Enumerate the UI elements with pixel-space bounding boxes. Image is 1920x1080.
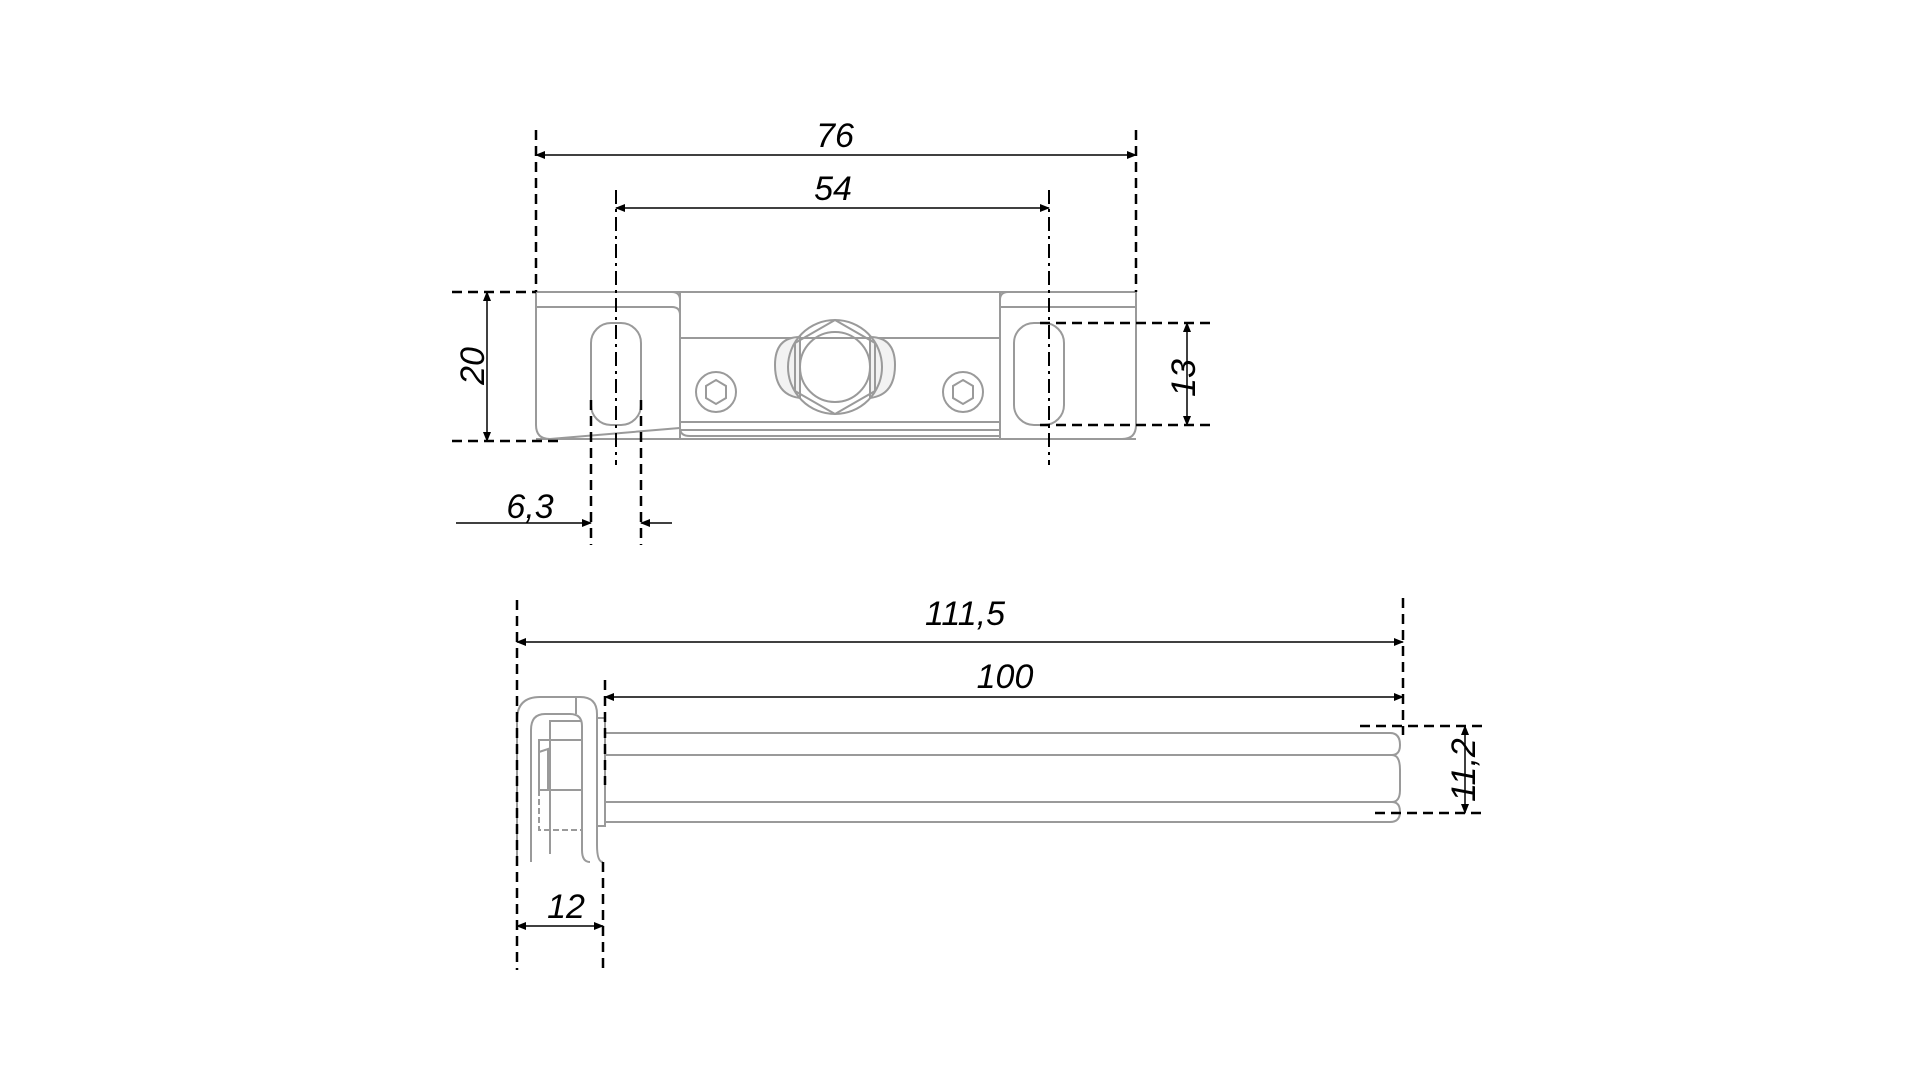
dim-overall-width: 76: [816, 117, 854, 155]
dim-height: 20: [454, 347, 492, 386]
dim-rod-length: 100: [977, 658, 1034, 696]
dim-overall-length: 111,5: [925, 595, 1005, 633]
right-screw-icon: [942, 371, 984, 413]
side-view: 111,5 100 11,2 12: [515, 595, 1487, 970]
rod: [605, 732, 1402, 823]
central-nut-icon: [773, 318, 897, 416]
bracket: [516, 696, 606, 863]
dim-slot-width: 6,3: [506, 488, 553, 526]
dim-bracket-depth: 12: [547, 888, 585, 926]
mounting-plate: [535, 291, 1137, 441]
top-view: 76 54 20 13 6,3: [452, 117, 1212, 545]
right-slot: [1013, 322, 1065, 426]
dim-slot-length: 13: [1165, 359, 1203, 397]
dim-slot-spacing: 54: [814, 170, 852, 208]
left-screw-icon: [695, 371, 737, 413]
dim-rod-height: 11,2: [1445, 738, 1483, 802]
